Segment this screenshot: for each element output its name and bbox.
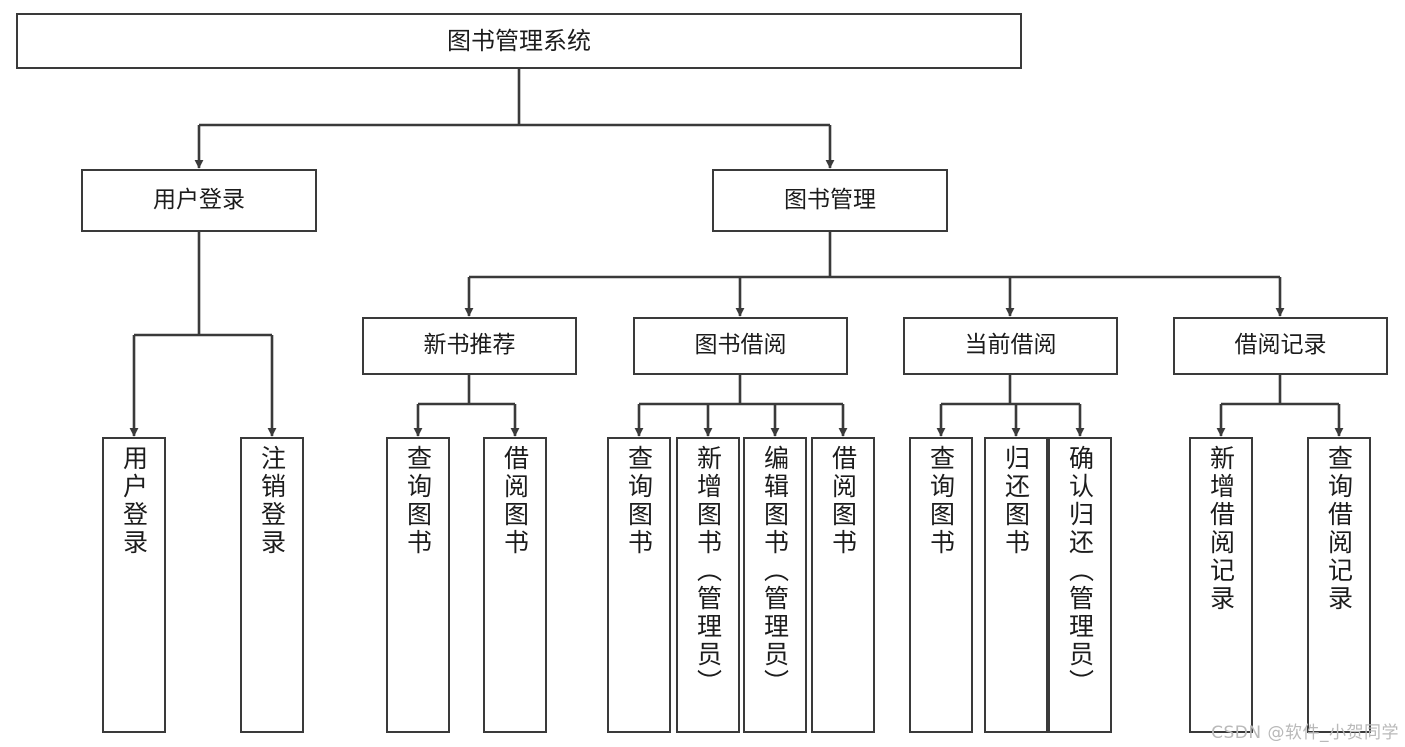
node-label: 图书管理	[784, 186, 876, 213]
node-label: 图书管理系统	[447, 26, 591, 55]
node-leaf13[interactable]: 查询借阅记录	[1307, 437, 1371, 733]
node-label: 用户登录	[119, 445, 149, 557]
node-label: 新增图书（管理员）	[693, 445, 723, 697]
node-l3c[interactable]: 当前借阅	[903, 317, 1118, 375]
node-label: 当前借阅	[964, 332, 1057, 359]
node-label: 确认归还（管理员）	[1065, 445, 1095, 697]
node-leaf07[interactable]: 编辑图书（管理员）	[743, 437, 807, 733]
node-l2a[interactable]: 用户登录	[81, 169, 317, 232]
node-label: 图书借阅	[694, 332, 787, 359]
node-label: 借阅图书	[828, 445, 858, 557]
node-label: 查询图书	[624, 445, 654, 557]
node-leaf11[interactable]: 确认归还（管理员）	[1048, 437, 1112, 733]
node-l2b[interactable]: 图书管理	[712, 169, 948, 232]
node-l3a[interactable]: 新书推荐	[362, 317, 577, 375]
node-label: 新书推荐	[423, 332, 516, 359]
node-leaf02[interactable]: 注销登录	[240, 437, 304, 733]
node-leaf10[interactable]: 归还图书	[984, 437, 1048, 733]
node-label: 借阅图书	[500, 445, 530, 557]
node-label: 注销登录	[257, 445, 287, 557]
node-label: 查询图书	[403, 445, 433, 557]
node-label: 借阅记录	[1234, 332, 1327, 359]
node-leaf04[interactable]: 借阅图书	[483, 437, 547, 733]
node-leaf08[interactable]: 借阅图书	[811, 437, 875, 733]
node-label: 新增借阅记录	[1206, 445, 1236, 613]
node-label: 编辑图书（管理员）	[760, 445, 790, 697]
node-label: 归还图书	[1001, 445, 1031, 557]
node-leaf01[interactable]: 用户登录	[102, 437, 166, 733]
node-leaf12[interactable]: 新增借阅记录	[1189, 437, 1253, 733]
node-l3d[interactable]: 借阅记录	[1173, 317, 1388, 375]
node-root[interactable]: 图书管理系统	[16, 13, 1022, 69]
node-leaf03[interactable]: 查询图书	[386, 437, 450, 733]
csdn-watermark: CSDN @软件_小贺同学	[1211, 723, 1399, 743]
node-label: 查询图书	[926, 445, 956, 557]
node-leaf05[interactable]: 查询图书	[607, 437, 671, 733]
node-leaf09[interactable]: 查询图书	[909, 437, 973, 733]
node-label: 用户登录	[153, 186, 245, 213]
node-label: 查询借阅记录	[1324, 445, 1354, 613]
node-l3b[interactable]: 图书借阅	[633, 317, 848, 375]
node-leaf06[interactable]: 新增图书（管理员）	[676, 437, 740, 733]
